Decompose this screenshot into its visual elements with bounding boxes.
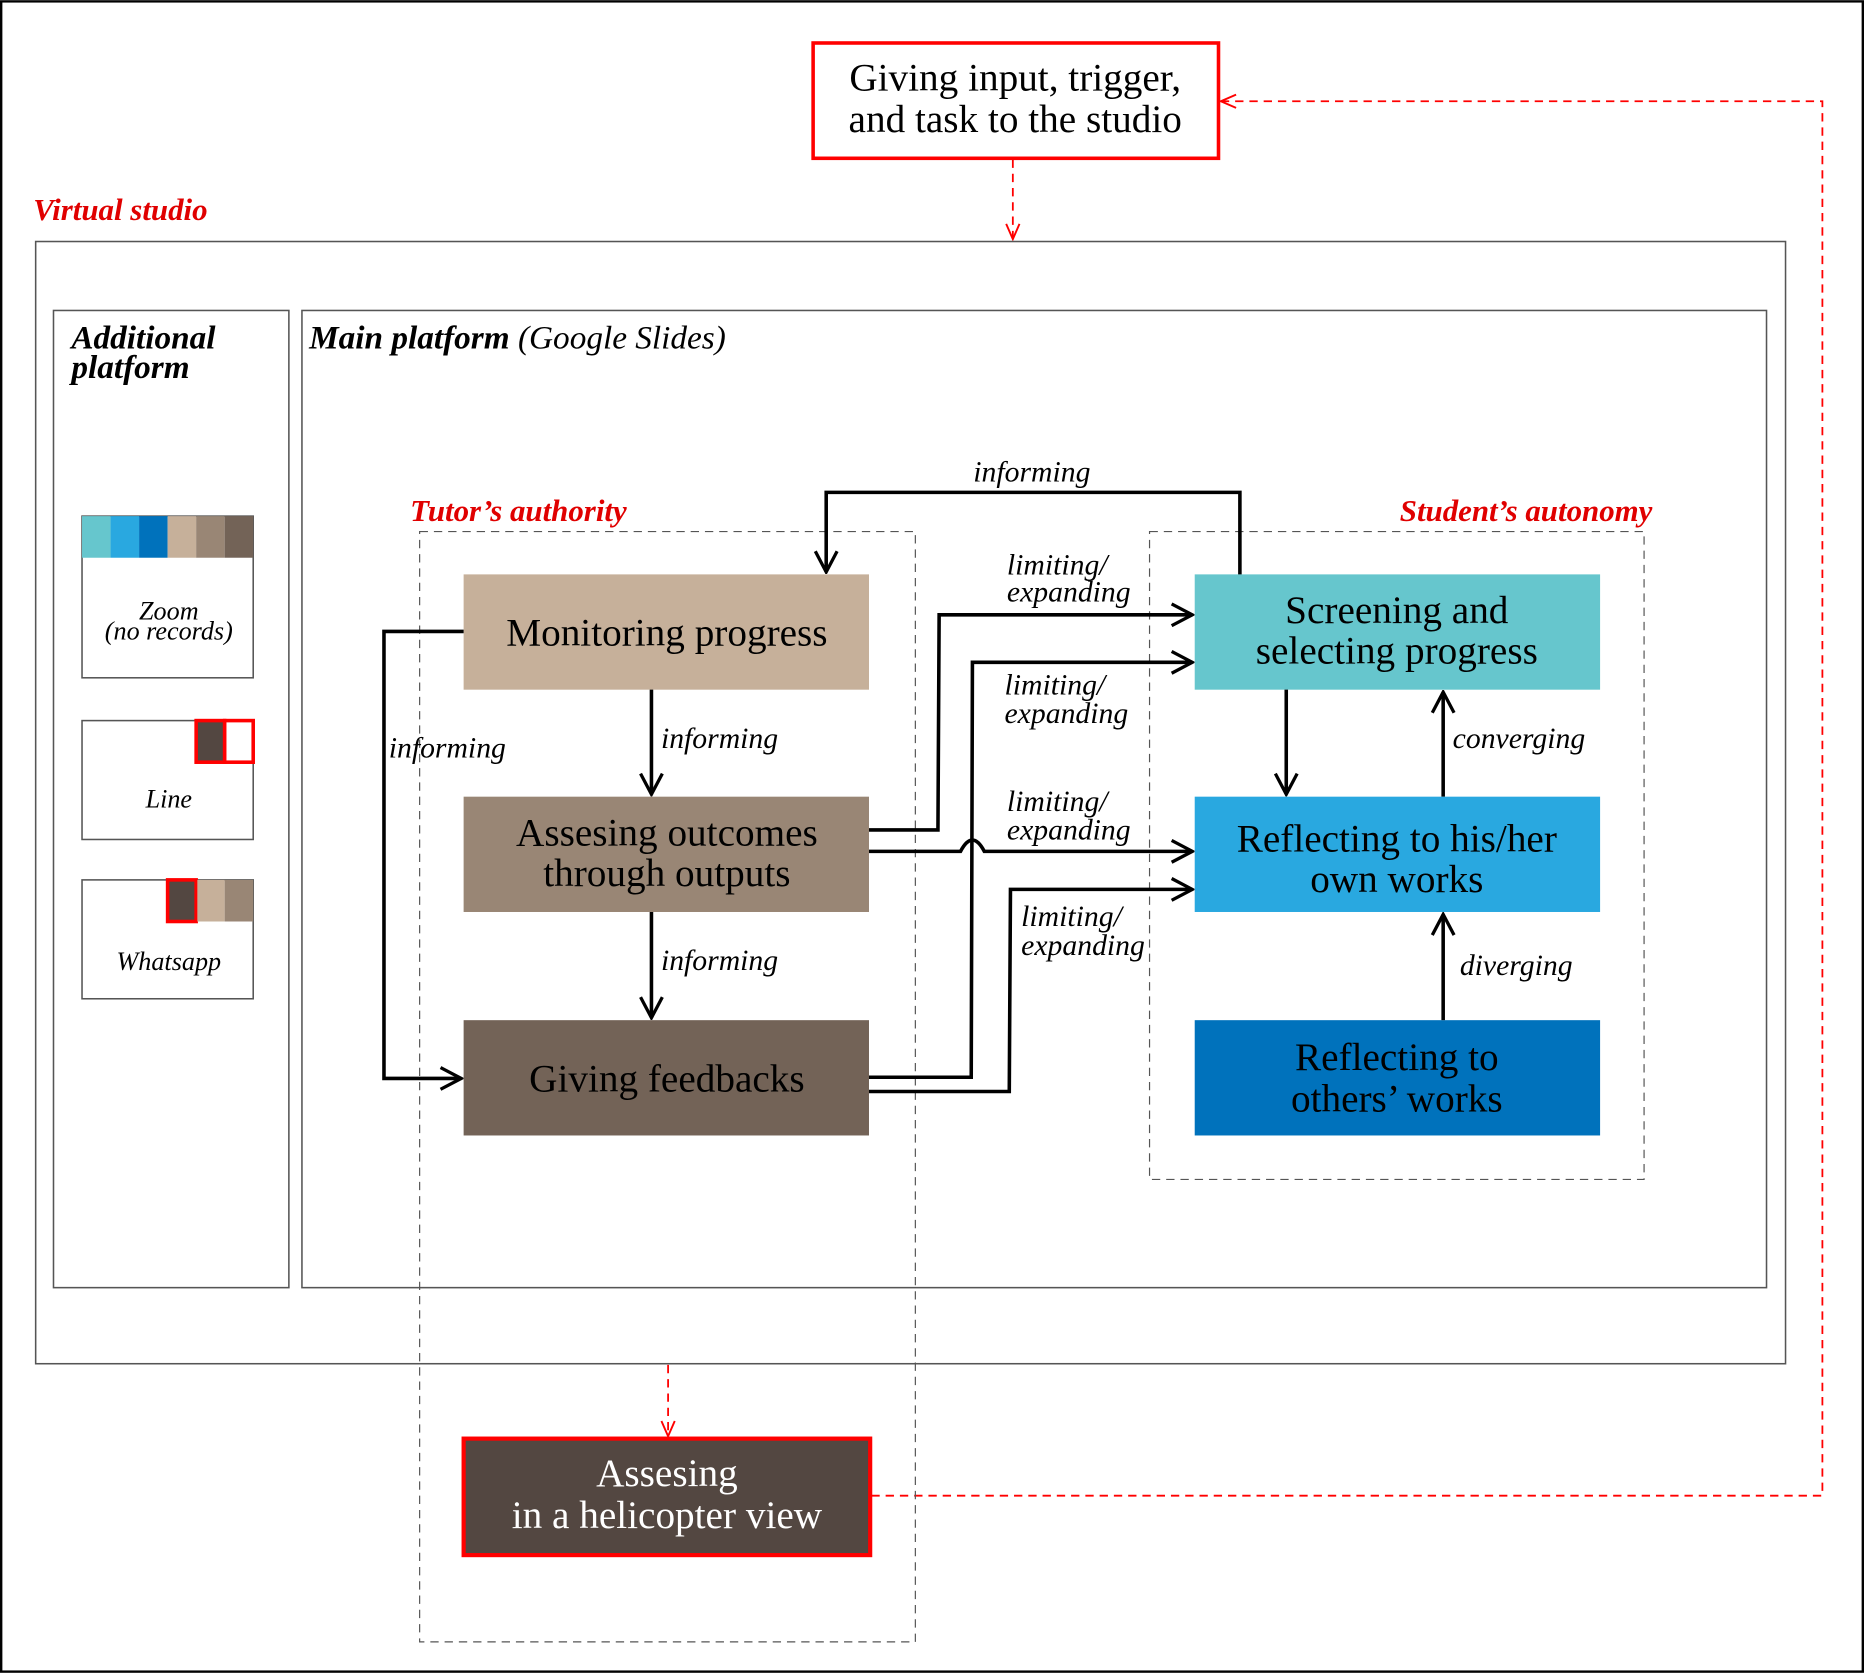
reflecting-others-line1: Reflecting to [1295,1036,1499,1079]
label-informing-mid1: informing [661,723,778,755]
connector-limiting-3 [868,838,1192,851]
whatsapp-swatch-tan [197,879,225,922]
giving-feedbacks-label: Giving feedbacks [529,1057,805,1100]
zoom-sublabel: (no records) [105,617,233,646]
virtual-studio-box [34,240,1787,1365]
zoom-label: Zoom [139,597,199,626]
label-limiting-4b: expanding [1021,930,1145,962]
label-informing-top: informing [973,457,1090,489]
main-platform-title: Main platform (Google Slides) [308,320,726,357]
line-swatch-empty [222,718,255,764]
giving-feedbacks-box: Giving feedbacks [463,1020,869,1136]
label-limiting-2b: expanding [1005,698,1129,730]
input-trigger-line1: Giving input, trigger, [849,57,1181,100]
helicopter-line2: in a helicopter view [512,1494,823,1537]
whatsapp-swatch-dark [165,878,198,924]
whatsapp-card: Whatsapp [81,878,254,1000]
student-autonomy-title: Student’s autonomy [1400,493,1653,528]
connector-informing-left [382,629,464,1078]
main-platform-title-bold: Main platform [308,320,510,357]
zoom-swatch-blue [139,516,168,558]
label-limiting-3a: limiting/ [1007,786,1110,818]
additional-platform-title-2: platform [68,349,189,386]
line-swatch-dark [194,718,227,764]
virtual-studio-title: Virtual studio [33,192,207,227]
screening-selecting-box: Screening and selecting progress [1194,574,1601,690]
helicopter-line1: Assesing [596,1452,738,1495]
connector-limiting-2 [868,662,1192,1080]
assessing-outcomes-box: Assesing outcomes through outputs [463,796,869,912]
label-informing-left: informing [389,732,506,764]
label-converging: converging [1453,723,1586,755]
label-diverging: diverging [1460,950,1573,982]
reflecting-own-line2: own works [1310,858,1483,901]
zoom-swatch-sky [110,516,140,558]
line-label: Line [145,784,193,813]
zoom-card: Zoom (no records) [81,515,254,679]
assessing-outcomes-line2: through outputs [543,852,790,895]
assessing-outcomes-line1: Assesing outcomes [516,811,818,854]
screening-line1: Screening and [1285,589,1509,632]
whatsapp-swatch-taupe [224,879,254,922]
reflecting-others-box: Reflecting to others’ works [1194,1020,1601,1136]
monitoring-progress-label: Monitoring progress [506,612,827,655]
label-limiting-1b: expanding [1007,577,1131,609]
additional-platform-box [52,309,290,1289]
line-card: Line [81,718,255,841]
tutor-authority-region [419,530,916,1643]
reflecting-own-box: Reflecting to his/her own works [1194,796,1601,912]
label-limiting-4a: limiting/ [1021,901,1124,933]
input-trigger-box: Giving input, trigger, and task to the s… [811,41,1221,161]
label-limiting-2a: limiting/ [1005,669,1108,701]
zoom-swatch-teal [82,516,111,558]
red-dashed-feedback-loop [871,101,1824,1497]
screening-line2: selecting progress [1256,630,1538,673]
label-limiting-3b: expanding [1007,814,1131,846]
zoom-swatch-tan [167,516,197,558]
main-platform-box [301,309,1768,1289]
connector-limiting-4 [868,889,1192,1094]
main-platform-title-rest: (Google Slides) [510,320,726,357]
student-autonomy-region [1148,530,1645,1181]
reflecting-others-line2: others’ works [1291,1078,1503,1121]
input-trigger-line2: and task to the studio [849,98,1182,141]
additional-platform-title-1: Additional [69,320,216,357]
monitoring-progress-box: Monitoring progress [463,574,869,690]
whatsapp-label: Whatsapp [117,947,222,976]
label-informing-mid2: informing [661,945,778,977]
helicopter-view-box: Assesing in a helicopter view [461,1436,873,1558]
zoom-swatch-taupe [196,516,225,558]
zoom-swatch-brown [224,516,254,558]
tutor-authority-title: Tutor’s authority [410,493,627,528]
reflecting-own-line1: Reflecting to his/her [1237,817,1557,860]
connector-limiting-1 [868,615,1192,832]
label-limiting-1a: limiting/ [1007,549,1110,581]
connector-informing-top [826,490,1242,575]
